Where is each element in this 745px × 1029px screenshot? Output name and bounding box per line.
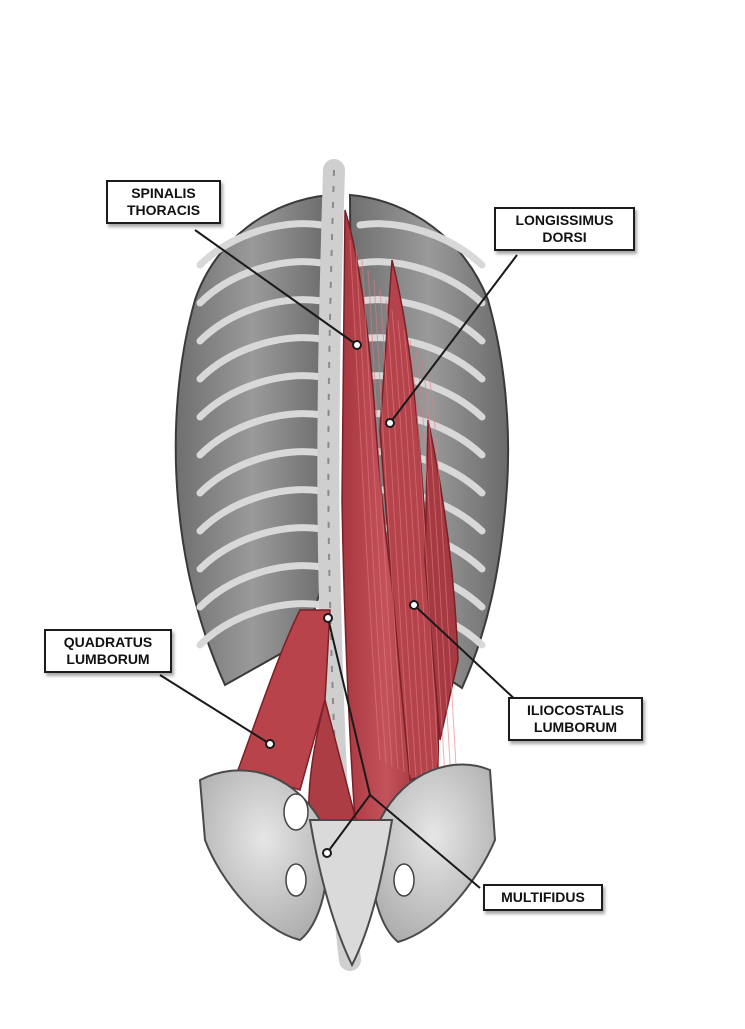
- leader-line-iliocostalis: [413, 604, 521, 705]
- leader-line-multifidus-c: [326, 794, 371, 854]
- muscle-fiber: [391, 309, 423, 782]
- rib-right: [356, 220, 486, 269]
- rib-left: [196, 296, 326, 345]
- rib-left: [196, 410, 326, 459]
- leader-line-multifidus-b: [327, 617, 371, 796]
- leader-line-quadratus: [159, 674, 271, 745]
- pointer-dot-quadratus: [265, 739, 275, 749]
- rib-right: [356, 296, 486, 345]
- leader-line-multifidus-a: [369, 794, 481, 889]
- pointer-dot-multifidus-upper: [323, 613, 333, 623]
- pointer-dot-multifidus-lower: [322, 848, 332, 858]
- rib-right: [356, 334, 486, 383]
- leader-lines: [159, 229, 521, 889]
- leader-line-spinalis: [194, 229, 358, 346]
- muscle-fiber: [403, 329, 435, 788]
- muscle-fiber: [421, 359, 453, 797]
- muscle-fiber: [385, 299, 417, 779]
- rib-right: [356, 258, 486, 307]
- label-spinalis-thoracis: SPINALIS THORACIS: [106, 180, 221, 224]
- label-longissimus-dorsi: LONGISSIMUS DORSI: [494, 207, 635, 251]
- label-multifidus: MULTIFIDUS: [483, 884, 603, 911]
- rib-left: [196, 334, 326, 383]
- muscle-fiber: [397, 319, 429, 785]
- muscle-fiber: [355, 249, 387, 764]
- pointer-dot-spinalis: [352, 340, 362, 350]
- pointer-dot-longissimus: [385, 418, 395, 428]
- rib-left: [196, 562, 326, 611]
- rib-left: [196, 486, 326, 535]
- muscle-fiber: [367, 269, 399, 770]
- pointer-dots: [265, 340, 419, 858]
- muscle-fiber: [409, 339, 441, 791]
- muscle-fiber: [427, 369, 459, 800]
- rib-left: [196, 524, 326, 573]
- label-iliocostalis-lumborum: ILIOCOSTALIS LUMBORUM: [508, 697, 643, 741]
- muscle-fiber: [379, 289, 411, 776]
- rib-right: [356, 372, 486, 421]
- rib-left: [196, 600, 326, 649]
- rib-left: [196, 220, 326, 269]
- rib-left: [196, 372, 326, 421]
- muscle-fiber: [349, 239, 381, 761]
- leader-line-longissimus: [389, 254, 518, 424]
- rib-left: [196, 448, 326, 497]
- muscle-fiber: [373, 279, 405, 773]
- rib-left: [196, 258, 326, 307]
- pointer-dot-iliocostalis: [409, 600, 419, 610]
- muscle-fiber: [361, 259, 393, 767]
- label-quadratus-lumborum: QUADRATUS LUMBORUM: [44, 629, 172, 673]
